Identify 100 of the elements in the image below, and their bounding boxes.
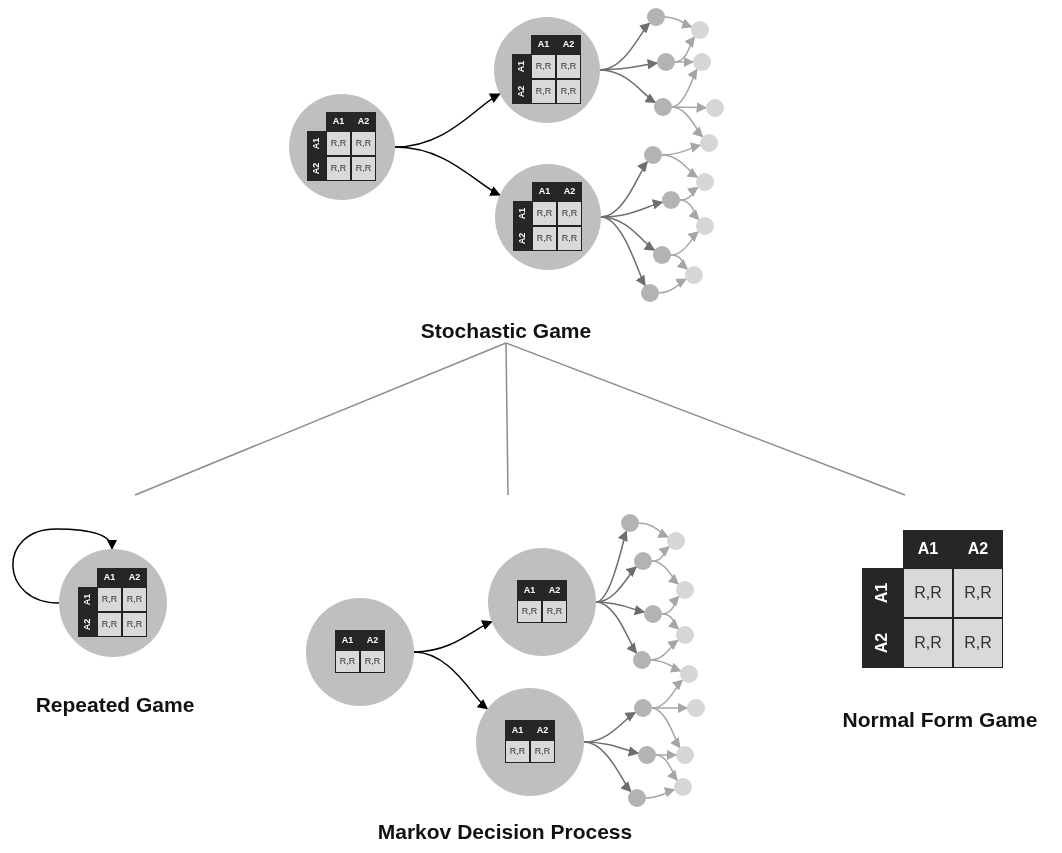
payoff-value: R,R — [953, 618, 1003, 668]
column-header: A1 — [505, 720, 530, 740]
row-header: A1 — [307, 131, 326, 156]
state-dot — [644, 605, 662, 623]
state-dot — [696, 217, 714, 235]
payoff-value: R,R — [953, 568, 1003, 618]
section-heading: Repeated Game — [35, 693, 195, 717]
state-dot — [657, 53, 675, 71]
payoff-value: R,R — [326, 131, 351, 156]
state-dot — [685, 266, 703, 284]
state-dot — [621, 514, 639, 532]
column-header: A2 — [557, 182, 582, 201]
arrow — [655, 749, 678, 761]
arrow — [599, 69, 657, 104]
row-header: A2 — [78, 612, 97, 637]
state-dot — [653, 246, 671, 264]
payoff-value: R,R — [903, 618, 953, 668]
payoff-value: R,R — [557, 226, 582, 251]
state-dot — [687, 699, 705, 717]
payoff-value: R,R — [326, 156, 351, 181]
arrow — [670, 231, 699, 256]
arrow — [658, 278, 687, 294]
payoff-value: R,R — [531, 79, 556, 104]
payoff-value: R,R — [97, 612, 122, 637]
section-heading: Normal Form Game — [842, 708, 1038, 732]
branch-line — [134, 342, 507, 496]
column-header: A1 — [335, 630, 360, 650]
payoff-value: R,R — [97, 587, 122, 612]
state-dot — [634, 699, 652, 717]
state-dot — [676, 746, 694, 764]
column-header: A1 — [903, 530, 953, 568]
arrow — [650, 659, 682, 672]
arrow — [651, 546, 670, 562]
state-dot — [691, 21, 709, 39]
arrow — [655, 754, 678, 781]
payoff-value: R,R — [542, 600, 567, 623]
column-header: A1 — [531, 35, 556, 54]
row-header: A1 — [862, 568, 903, 618]
payoff-value: R,R — [351, 156, 376, 181]
row-header: A1 — [78, 587, 97, 612]
payoff-value: R,R — [505, 740, 530, 763]
state-dot — [662, 191, 680, 209]
payoff-value: R,R — [335, 650, 360, 673]
arrow — [651, 560, 679, 585]
branch-line — [505, 342, 906, 496]
payoff-value: R,R — [532, 201, 557, 226]
column-header: A2 — [542, 580, 567, 600]
column-header: A1 — [97, 568, 122, 587]
column-header: A2 — [953, 530, 1003, 568]
column-header: A2 — [351, 112, 376, 131]
arrow — [671, 106, 704, 138]
column-header: A1 — [326, 112, 351, 131]
arrow — [661, 613, 680, 630]
column-header: A2 — [556, 35, 581, 54]
arrow — [583, 741, 640, 757]
row-header: A2 — [512, 79, 531, 104]
branch-line — [505, 342, 509, 496]
arrow — [679, 199, 700, 221]
payoff-value: R,R — [122, 612, 147, 637]
payoff-value: R,R — [122, 587, 147, 612]
arrow — [679, 186, 699, 201]
column-header: A1 — [517, 580, 542, 600]
state-dot — [674, 778, 692, 796]
state-dot — [667, 532, 685, 550]
state-dot — [638, 746, 656, 764]
state-dot — [706, 99, 724, 117]
section-heading: Markov Decision Process — [377, 820, 633, 844]
arrow — [413, 651, 489, 710]
payoff-value: R,R — [557, 201, 582, 226]
payoff-value: R,R — [360, 650, 385, 673]
arrow — [583, 741, 632, 793]
loop-arrow — [12, 528, 117, 604]
row-header: A2 — [307, 156, 326, 181]
payoff-value: R,R — [351, 131, 376, 156]
state-dot — [644, 146, 662, 164]
column-header: A2 — [122, 568, 147, 587]
payoff-value: R,R — [903, 568, 953, 618]
payoff-value: R,R — [531, 54, 556, 79]
state-dot — [700, 134, 718, 152]
row-header: A2 — [862, 618, 903, 668]
state-dot — [633, 651, 651, 669]
column-header: A1 — [532, 182, 557, 201]
column-header: A2 — [360, 630, 385, 650]
state-dot — [693, 53, 711, 71]
payoff-value: R,R — [556, 54, 581, 79]
state-dot — [680, 665, 698, 683]
column-header: A2 — [530, 720, 555, 740]
arrow — [664, 16, 693, 28]
state-dot — [647, 8, 665, 26]
payoff-value: R,R — [530, 740, 555, 763]
state-dot — [628, 789, 646, 807]
payoff-value: R,R — [517, 600, 542, 623]
row-header: A1 — [512, 54, 531, 79]
row-header: A2 — [513, 226, 532, 251]
arrow — [661, 154, 699, 178]
section-heading: Stochastic Game — [420, 319, 592, 343]
arrow — [645, 787, 676, 799]
state-dot — [676, 581, 694, 599]
arrow — [674, 56, 695, 68]
state-dot — [676, 626, 694, 644]
